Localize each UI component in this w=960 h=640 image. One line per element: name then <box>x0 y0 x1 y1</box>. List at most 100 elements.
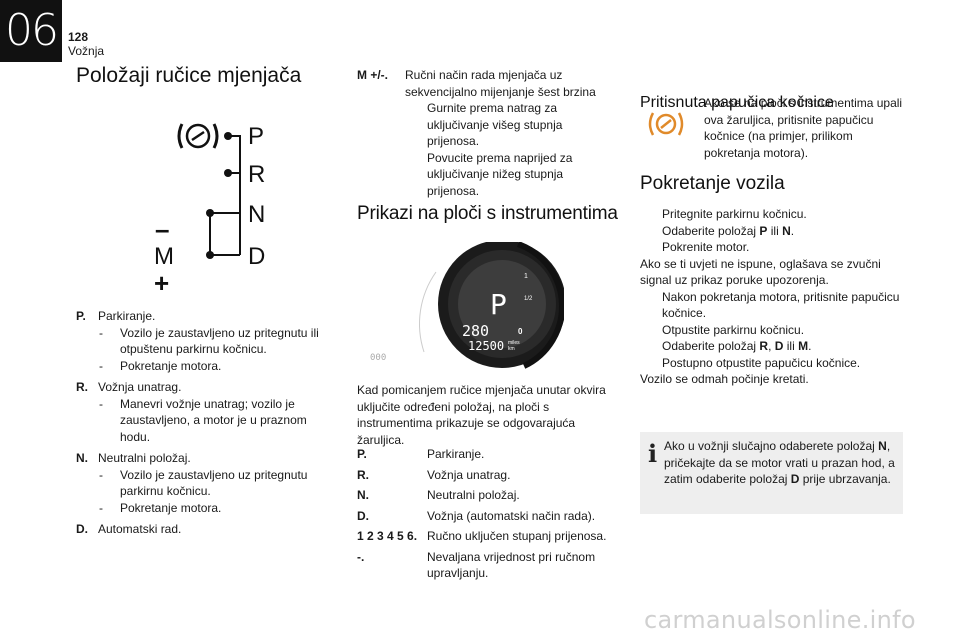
cluster-caption: Kad pomicanjem ručice mjenjača unutar ok… <box>357 383 606 447</box>
start-step: Odaberite položaj R, D ili M. <box>640 338 905 355</box>
start-step-text: Pritegnite parkirnu kočnicu. <box>662 206 807 223</box>
start-note: Ako se ti uvjeti ne ispune, oglašava se … <box>640 256 905 289</box>
gear-def-text: Parkiranje. <box>98 309 156 323</box>
gear-def-row: D. Automatski rad. <box>76 521 338 538</box>
text-part: Vozilo se odmah počinje kretati. <box>640 372 809 386</box>
cluster-def-row: P.Parkiranje. <box>357 446 632 463</box>
text-part: ili <box>783 339 799 353</box>
lever-label-minus: – <box>155 214 169 244</box>
bullet-icon <box>640 206 662 223</box>
info-icon: i <box>648 439 658 468</box>
cluster-codes-list: P.Parkiranje.R.Vožnja unatrag.N.Neutraln… <box>357 446 632 586</box>
text-part: Odaberite položaj <box>662 223 760 238</box>
cluster-odo-unit-top: miles <box>508 340 520 346</box>
start-step: Postupno otpustite papučicu kočnice. <box>640 355 905 372</box>
cluster-odo-unit-bottom: km <box>508 346 515 352</box>
gear-def-sub-text: Vozilo je zaustavljeno uz pritegnutu par… <box>120 467 308 499</box>
text-part: Postupno otpustite papučicu kočnice. <box>662 355 861 370</box>
brake-bullet-text: Ako se na ploči s instrumentima upali ov… <box>704 96 903 160</box>
start-step-text: Odaberite položaj P ili N. <box>662 223 794 240</box>
text-part: . <box>808 339 812 353</box>
gear-positions-list: P. Parkiranje. - Vozilo je zaustavljeno uz … <box>76 308 338 543</box>
start-step-text: Odaberite položaj R, D ili M. <box>662 338 811 355</box>
lever-label-n: N <box>248 201 265 228</box>
bold-text: D <box>774 339 784 353</box>
text-part: Pokrenite motor. <box>662 240 750 254</box>
tacho-low: 0 <box>518 327 523 336</box>
gear-def-row: R. Vožnja unatrag.-Manevri vožnje unatrag… <box>76 379 338 445</box>
text-part: ili <box>767 223 783 238</box>
bullet-icon <box>640 338 662 355</box>
section-name: Vožnja <box>68 44 105 58</box>
start-steps-list: Pritegnite parkirnu kočnicu. Odaberite po… <box>640 206 905 388</box>
cluster-def-key: D. <box>357 508 369 523</box>
text-part: Odaberite položaj <box>662 339 760 353</box>
bullet-icon <box>640 289 662 322</box>
bullet-icon <box>640 223 662 240</box>
dash-icon: - <box>99 467 103 482</box>
page-number: 128 <box>68 30 89 44</box>
cluster-speed: 280 <box>462 322 489 340</box>
start-step: Pritegnite parkirnu kočnicu. <box>640 206 905 223</box>
bold-text: P <box>759 223 768 238</box>
small-reading: 000 <box>370 353 386 363</box>
brake-instruction: Ako se na ploči s instrumentima upali ov… <box>668 95 903 161</box>
start-step-text: Nakon pokretanja motora, pritisnite papu… <box>662 289 905 322</box>
gear-def-body: Parkiranje. - Vozilo je zaustavljeno uz pr… <box>98 308 338 374</box>
start-step: Otpustite parkirnu kočnicu. <box>640 322 905 339</box>
brake-pedal-icon <box>177 123 219 149</box>
gear-def-sub: -Pokretanje motora. <box>98 500 338 517</box>
cluster-def-key: N. <box>357 488 369 502</box>
instrument-cluster-image: 000 P 280 12500 miles km 1 1/2 0 <box>370 242 564 369</box>
gear-def-sub-text: Vozilo je zaustavljeno uz pritegnutu ili… <box>120 325 319 357</box>
gear-def-key: D. <box>76 522 88 536</box>
manual-mode-text: Ručni način rada mjenjača uz sekvencijal… <box>405 68 596 99</box>
start-step-text: Pokrenite motor. <box>662 239 749 256</box>
bold-text: M <box>798 339 809 353</box>
bullet-icon <box>640 322 662 339</box>
cluster-def-row: 1 2 3 4 5 6.Ručno uključen stupanj prije… <box>357 528 632 545</box>
chapter-number: 06 <box>0 0 62 62</box>
cluster-def-row: -.Nevaljana vrijednost pri ručnom upravl… <box>357 549 632 582</box>
info-box: i Ako u vožnji slučajno odaberete položa… <box>640 432 903 514</box>
gear-def-sub-text: Manevri vožnje unatrag; vozilo je zausta… <box>120 396 307 444</box>
tacho-mid: 1/2 <box>524 296 533 302</box>
text-part: prije ubrzavanja. <box>799 472 891 486</box>
bullet-icon <box>405 100 427 150</box>
text-part: Pritegnite parkirnu kočnicu. <box>662 207 807 221</box>
cluster-def-text: Vožnja (automatski način rada). <box>427 508 596 523</box>
lever-label-d: D <box>248 243 265 270</box>
gear-def-key: R. <box>76 380 88 394</box>
gear-def-text: Automatski rad. <box>98 522 182 536</box>
bold-text: D <box>790 472 800 486</box>
dash-icon: - <box>99 358 103 373</box>
bold-text: N <box>782 223 791 238</box>
start-step-text: Otpustite parkirnu kočnicu. <box>662 322 804 339</box>
cluster-def-text: Nevaljana vrijednost pri ručnom upravlja… <box>427 549 596 581</box>
brake-title: Pritisnuta papučica kočnice <box>640 94 834 111</box>
cluster-def-row: D. Vožnja (automatski način rada). <box>357 508 632 525</box>
gear-def-body: Vožnja unatrag.-Manevri vožnje unatrag; … <box>98 379 338 445</box>
manual-bullet-1: Gurnite prema natrag za uključivanje viš… <box>427 101 563 148</box>
start-vehicle-title: Pokretanje vozila <box>640 173 785 194</box>
gear-def-sub: -Pokretanje motora. <box>98 358 338 375</box>
gear-def-row: N. Neutralni položaj.-Vozilo je zaustavlj… <box>76 450 338 516</box>
text-part: Ako se ti uvjeti ne ispune, oglašava se … <box>640 256 881 288</box>
dash-icon: - <box>99 325 103 340</box>
gear-def-body: Neutralni položaj.-Vozilo je zaustavljen… <box>98 450 338 516</box>
gear-def-text: Vožnja unatrag. <box>98 380 182 394</box>
bullet-icon <box>668 95 704 161</box>
brake-pedal-warning-icon <box>648 112 684 136</box>
manual-mode-key: M +/-. <box>357 68 389 82</box>
gear-def-row: P. Parkiranje. - Vozilo je zaustavljeno uz … <box>76 308 338 374</box>
cluster-def-text: Neutralni položaj. <box>427 488 520 502</box>
gear-def-key: N. <box>76 451 88 465</box>
footer-watermark: carmanualsonline.info <box>644 606 916 634</box>
lever-label-m: M <box>154 243 174 270</box>
gear-def-key: P. <box>76 309 86 323</box>
cluster-def-text: Parkiranje. <box>427 447 485 461</box>
gear-positions-title: Položaji ručice mjenjača <box>76 64 302 87</box>
cluster-def-text: Vožnja unatrag. <box>427 467 511 482</box>
cluster-odometer: 12500 <box>468 339 504 353</box>
start-step: Nakon pokretanja motora, pritisnite papu… <box>640 289 905 322</box>
